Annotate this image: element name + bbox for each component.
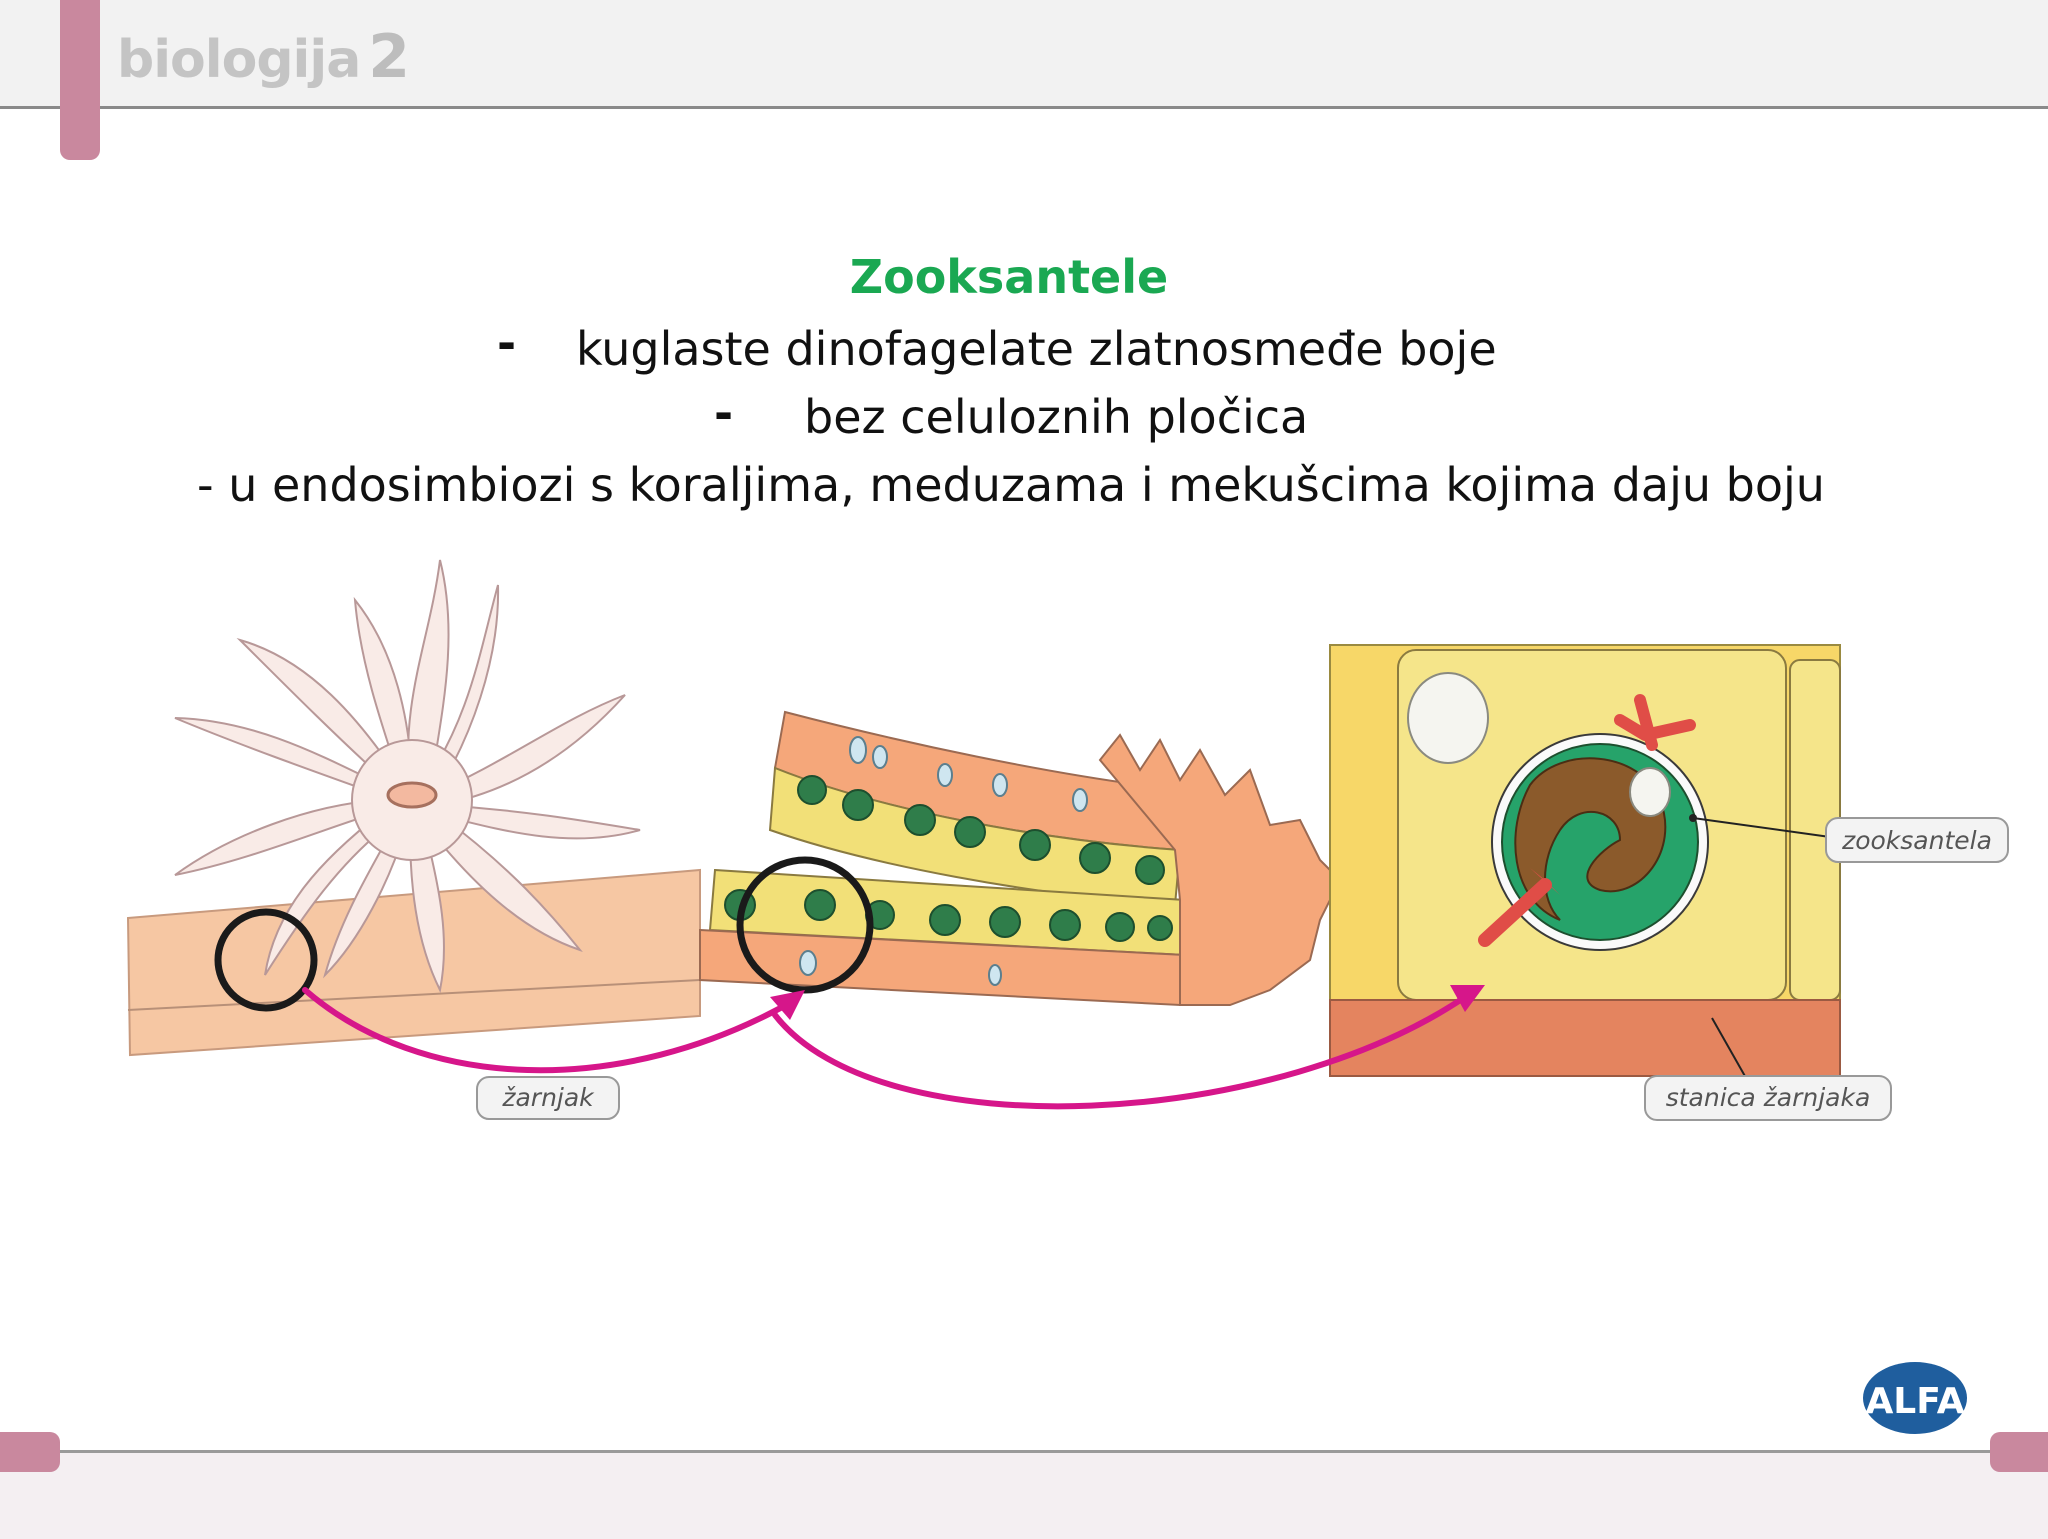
brand-number: 2 <box>368 22 410 92</box>
slide-title: Zooksantele <box>849 250 1169 304</box>
footer-bar <box>0 1450 2048 1539</box>
bullet-line-1: kuglaste dinofagelate zlatnosmeđe boje <box>576 322 1497 376</box>
bullet-dash-1: - <box>497 316 517 370</box>
bullet-line-2: bez celuloznih pločica <box>804 390 1309 444</box>
header-tab-decoration <box>60 0 100 160</box>
label-zooksantela: zooksantela <box>1825 817 2009 863</box>
footer-tab-left <box>0 1432 60 1472</box>
svg-text:žarnjak: žarnjak <box>501 1083 595 1112</box>
connection-arrows <box>302 987 1478 1110</box>
footer-tab-right <box>1990 1432 2048 1472</box>
label-stanica-zarnjaka: stanica žarnjaka <box>1644 1075 1892 1121</box>
cell-illustration <box>1329 644 1841 1086</box>
label-zarnjak: žarnjak <box>476 1076 620 1120</box>
alfa-logo: ALFA <box>1863 1362 1967 1434</box>
bullet-line-3: - u endosimbiozi s koraljima, meduzama i… <box>197 458 1825 512</box>
svg-text:stanica žarnjaka: stanica žarnjaka <box>1666 1083 1871 1112</box>
svg-text:ALFA: ALFA <box>1865 1381 1964 1422</box>
anemone-illustration <box>126 559 701 1057</box>
brand-name: biologija <box>117 30 361 90</box>
bullet-dash-2: - <box>714 386 734 440</box>
header-bar <box>0 0 2048 109</box>
svg-text:zooksantela: zooksantela <box>1841 826 1992 855</box>
tissue-illustration <box>699 710 1342 1007</box>
